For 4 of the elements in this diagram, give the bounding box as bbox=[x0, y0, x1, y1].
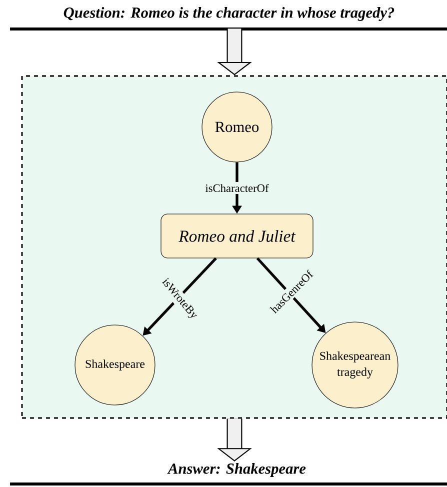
question-heading: Question: Romeo is the character in whose tragedy? bbox=[64, 7, 394, 21]
entity-box: Romeo and Juliet bbox=[160, 214, 314, 258]
edge-label: isCharacterOf bbox=[203, 182, 271, 194]
answer-heading: Answer: Shakespeare bbox=[167, 463, 306, 477]
